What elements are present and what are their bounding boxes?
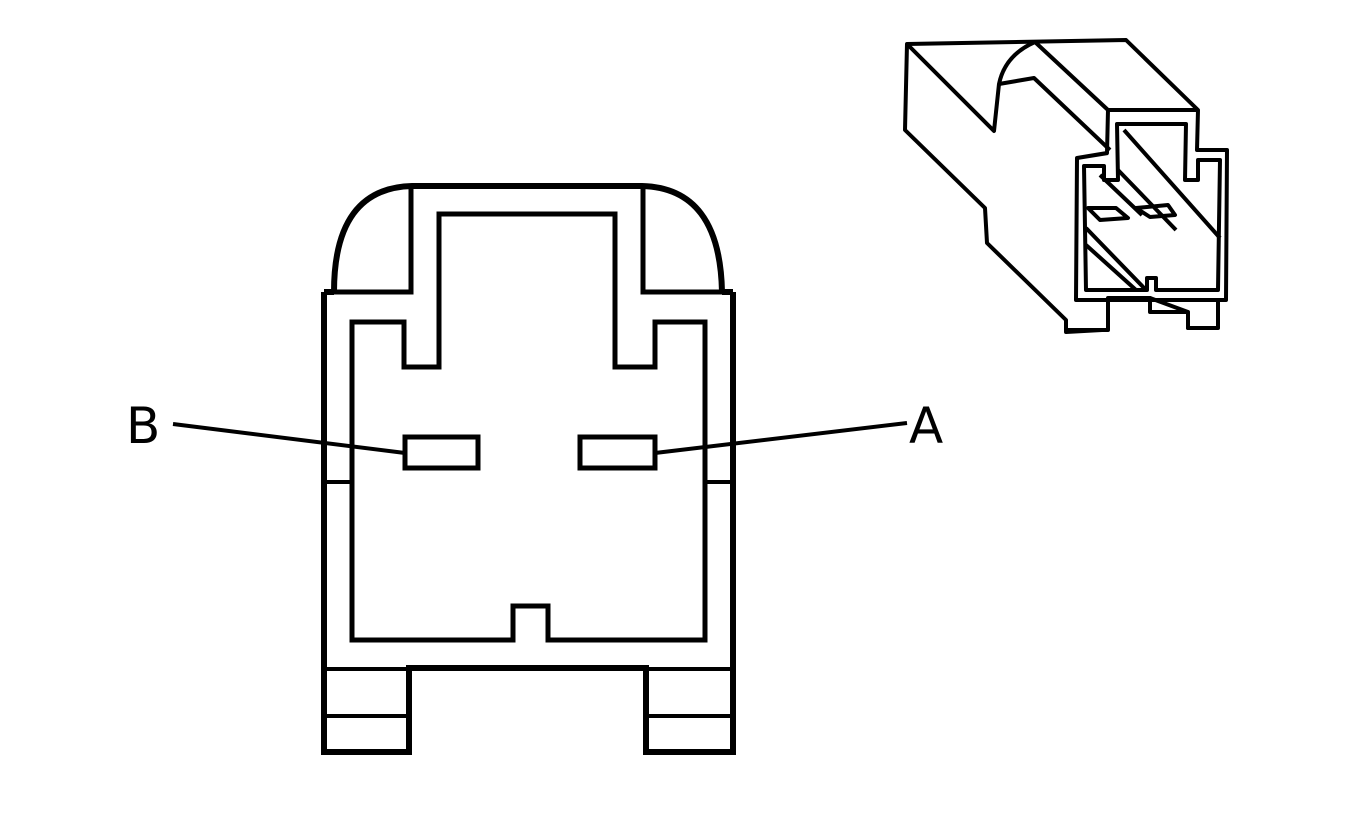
bottom-tab-right [646, 667, 733, 718]
iso-inner-rail [1084, 128, 1222, 292]
connector-isometric-view [903, 38, 1229, 334]
iso-top-edge [905, 40, 1198, 133]
iso-front-frame [1074, 109, 1218, 302]
terminal-b [402, 434, 481, 471]
terminal-a [577, 434, 658, 471]
leader-line-a [654, 421, 908, 455]
inner-cavity [349, 211, 708, 643]
iso-latch-groove [998, 76, 1112, 152]
connector-outer-body [321, 289, 736, 755]
iso-body-outline [903, 38, 1229, 332]
latch-channel [334, 186, 722, 295]
iso-bottom-feet [1064, 296, 1218, 334]
connector-top-cap [331, 183, 725, 293]
iso-terminal-blades [1086, 168, 1178, 232]
iso-inner-cavity [1082, 122, 1222, 292]
terminal-label-b: B [126, 397, 160, 455]
leader-line-b [172, 422, 406, 455]
connector-face-view [172, 183, 908, 755]
bottom-tab-left [324, 667, 409, 718]
terminal-label-a: A [909, 397, 943, 455]
